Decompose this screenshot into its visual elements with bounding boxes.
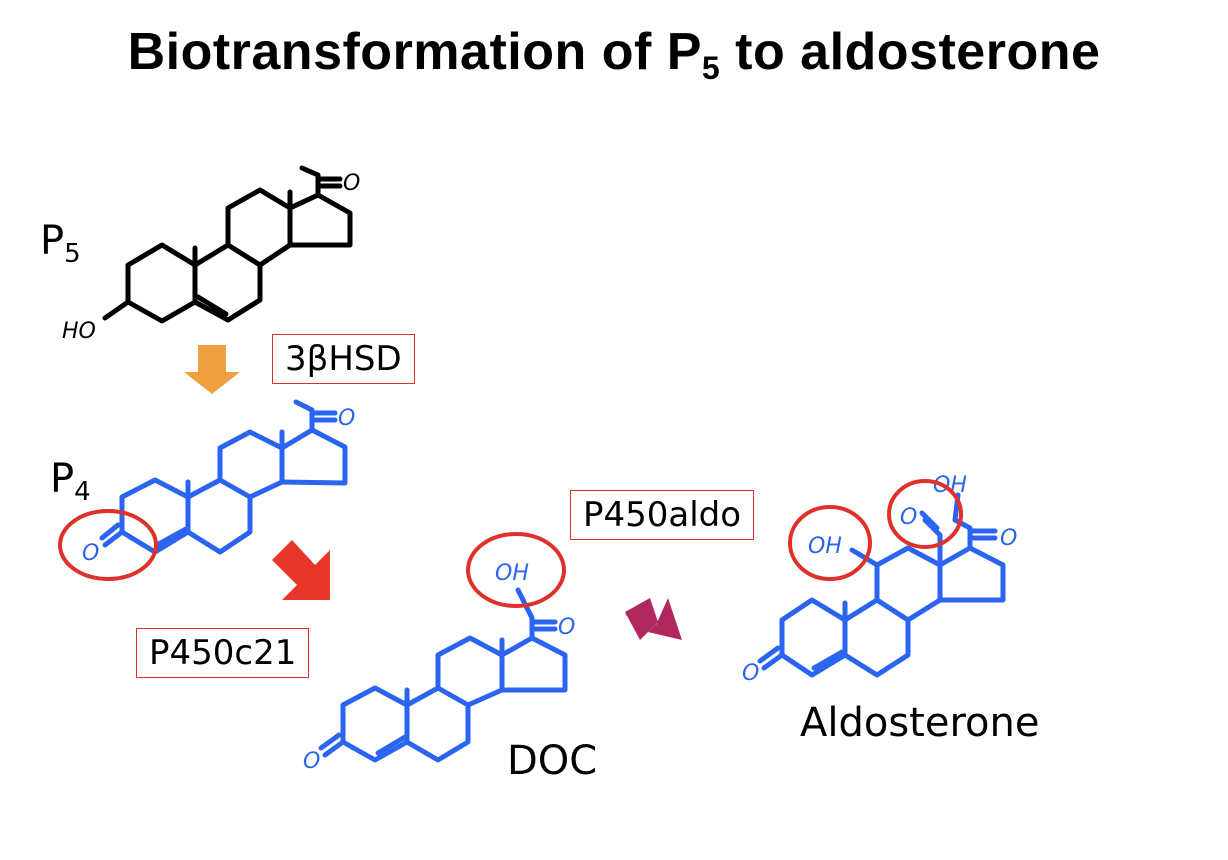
title-rest: to aldosterone (720, 23, 1101, 81)
p5-structure (102, 165, 353, 324)
aldo-top-oh-label: OH (933, 473, 967, 498)
enzyme-p450c21: P450c21 (136, 628, 310, 678)
p4-label: P4 (50, 456, 91, 507)
aldo-ald-highlight-circle (887, 479, 963, 549)
title-main: Biotransformation of P (127, 23, 702, 81)
aldosterone-label: Aldosterone (800, 700, 1040, 746)
arrow-down-icon (184, 345, 240, 394)
p5-o-label: O (343, 171, 360, 196)
page-title: Biotransformation of P5 to aldosterone (0, 22, 1228, 87)
aldo-ald-o-label: O (900, 505, 917, 530)
title-subscript: 5 (701, 50, 721, 86)
aldo-ring-o-label: O (742, 661, 759, 686)
arrow-diagonal-red-icon (272, 540, 330, 600)
doc-highlight-circle (466, 532, 566, 608)
enzyme-p450aldo: P450aldo (570, 490, 755, 540)
aldo-oh-label: OH (808, 534, 842, 559)
p4-highlight-circle (58, 509, 158, 581)
doc-oh-label: OH (495, 561, 529, 586)
aldo-o-label: O (1000, 526, 1017, 551)
doc-o-label: O (558, 615, 575, 640)
enzyme-3bhsd: 3βHSD (272, 334, 415, 384)
doc-ring-o-label: O (303, 749, 320, 774)
p5-label: P5 (40, 218, 81, 269)
doc-label: DOC (507, 738, 598, 784)
doc-structure (318, 587, 568, 763)
arrow-magenta-tail (625, 598, 658, 640)
aldo-oh-highlight-circle (788, 505, 872, 581)
p5-ho-label: HO (62, 319, 96, 344)
p4-o-label: O (338, 406, 355, 431)
p4-structure (99, 399, 348, 555)
p4-ring-o-label: O (82, 541, 99, 566)
